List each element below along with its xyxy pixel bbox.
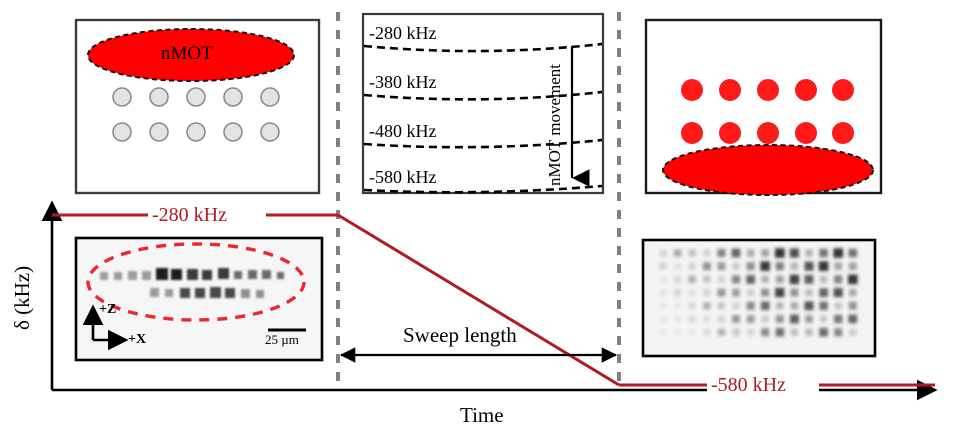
level-line-580	[363, 184, 603, 194]
panel-final-state	[644, 18, 883, 196]
y-axis-label: δ (kHz)	[10, 265, 34, 330]
nmot-cloud-initial	[87, 28, 295, 82]
z-axis-label: +Z	[99, 302, 117, 317]
panel-initial-state	[74, 18, 321, 195]
absorption-image-final	[641, 238, 877, 358]
absorption-image-initial	[74, 236, 324, 362]
level-label-380: -380 kHz	[369, 72, 437, 92]
nmot-movement-label: nMOT movement	[545, 64, 564, 186]
scale-bar-label: 25 µm	[265, 332, 299, 347]
level-label-280: -280 kHz	[369, 23, 437, 43]
sweep-length-label: Sweep length	[403, 323, 517, 347]
sweep-start-label: -280 kHz	[152, 204, 227, 226]
panel-sweep-levels	[361, 12, 605, 195]
sweep-end-label: -580 kHz	[711, 374, 786, 396]
lattice-sites-final	[681, 79, 854, 144]
nmot-cloud-final	[662, 144, 874, 196]
nmot-cloud-label: nMOT	[161, 43, 213, 64]
lattice-sites-initial	[112, 87, 280, 142]
x-axis-image-label: +X	[128, 332, 147, 347]
cloud-outline-initial	[86, 242, 306, 322]
sweep-segment-ramp	[337, 213, 620, 387]
level-label-480: -480 kHz	[369, 121, 437, 141]
x-axis-label: Time	[460, 403, 504, 427]
level-label-580: -580 kHz	[369, 167, 437, 187]
